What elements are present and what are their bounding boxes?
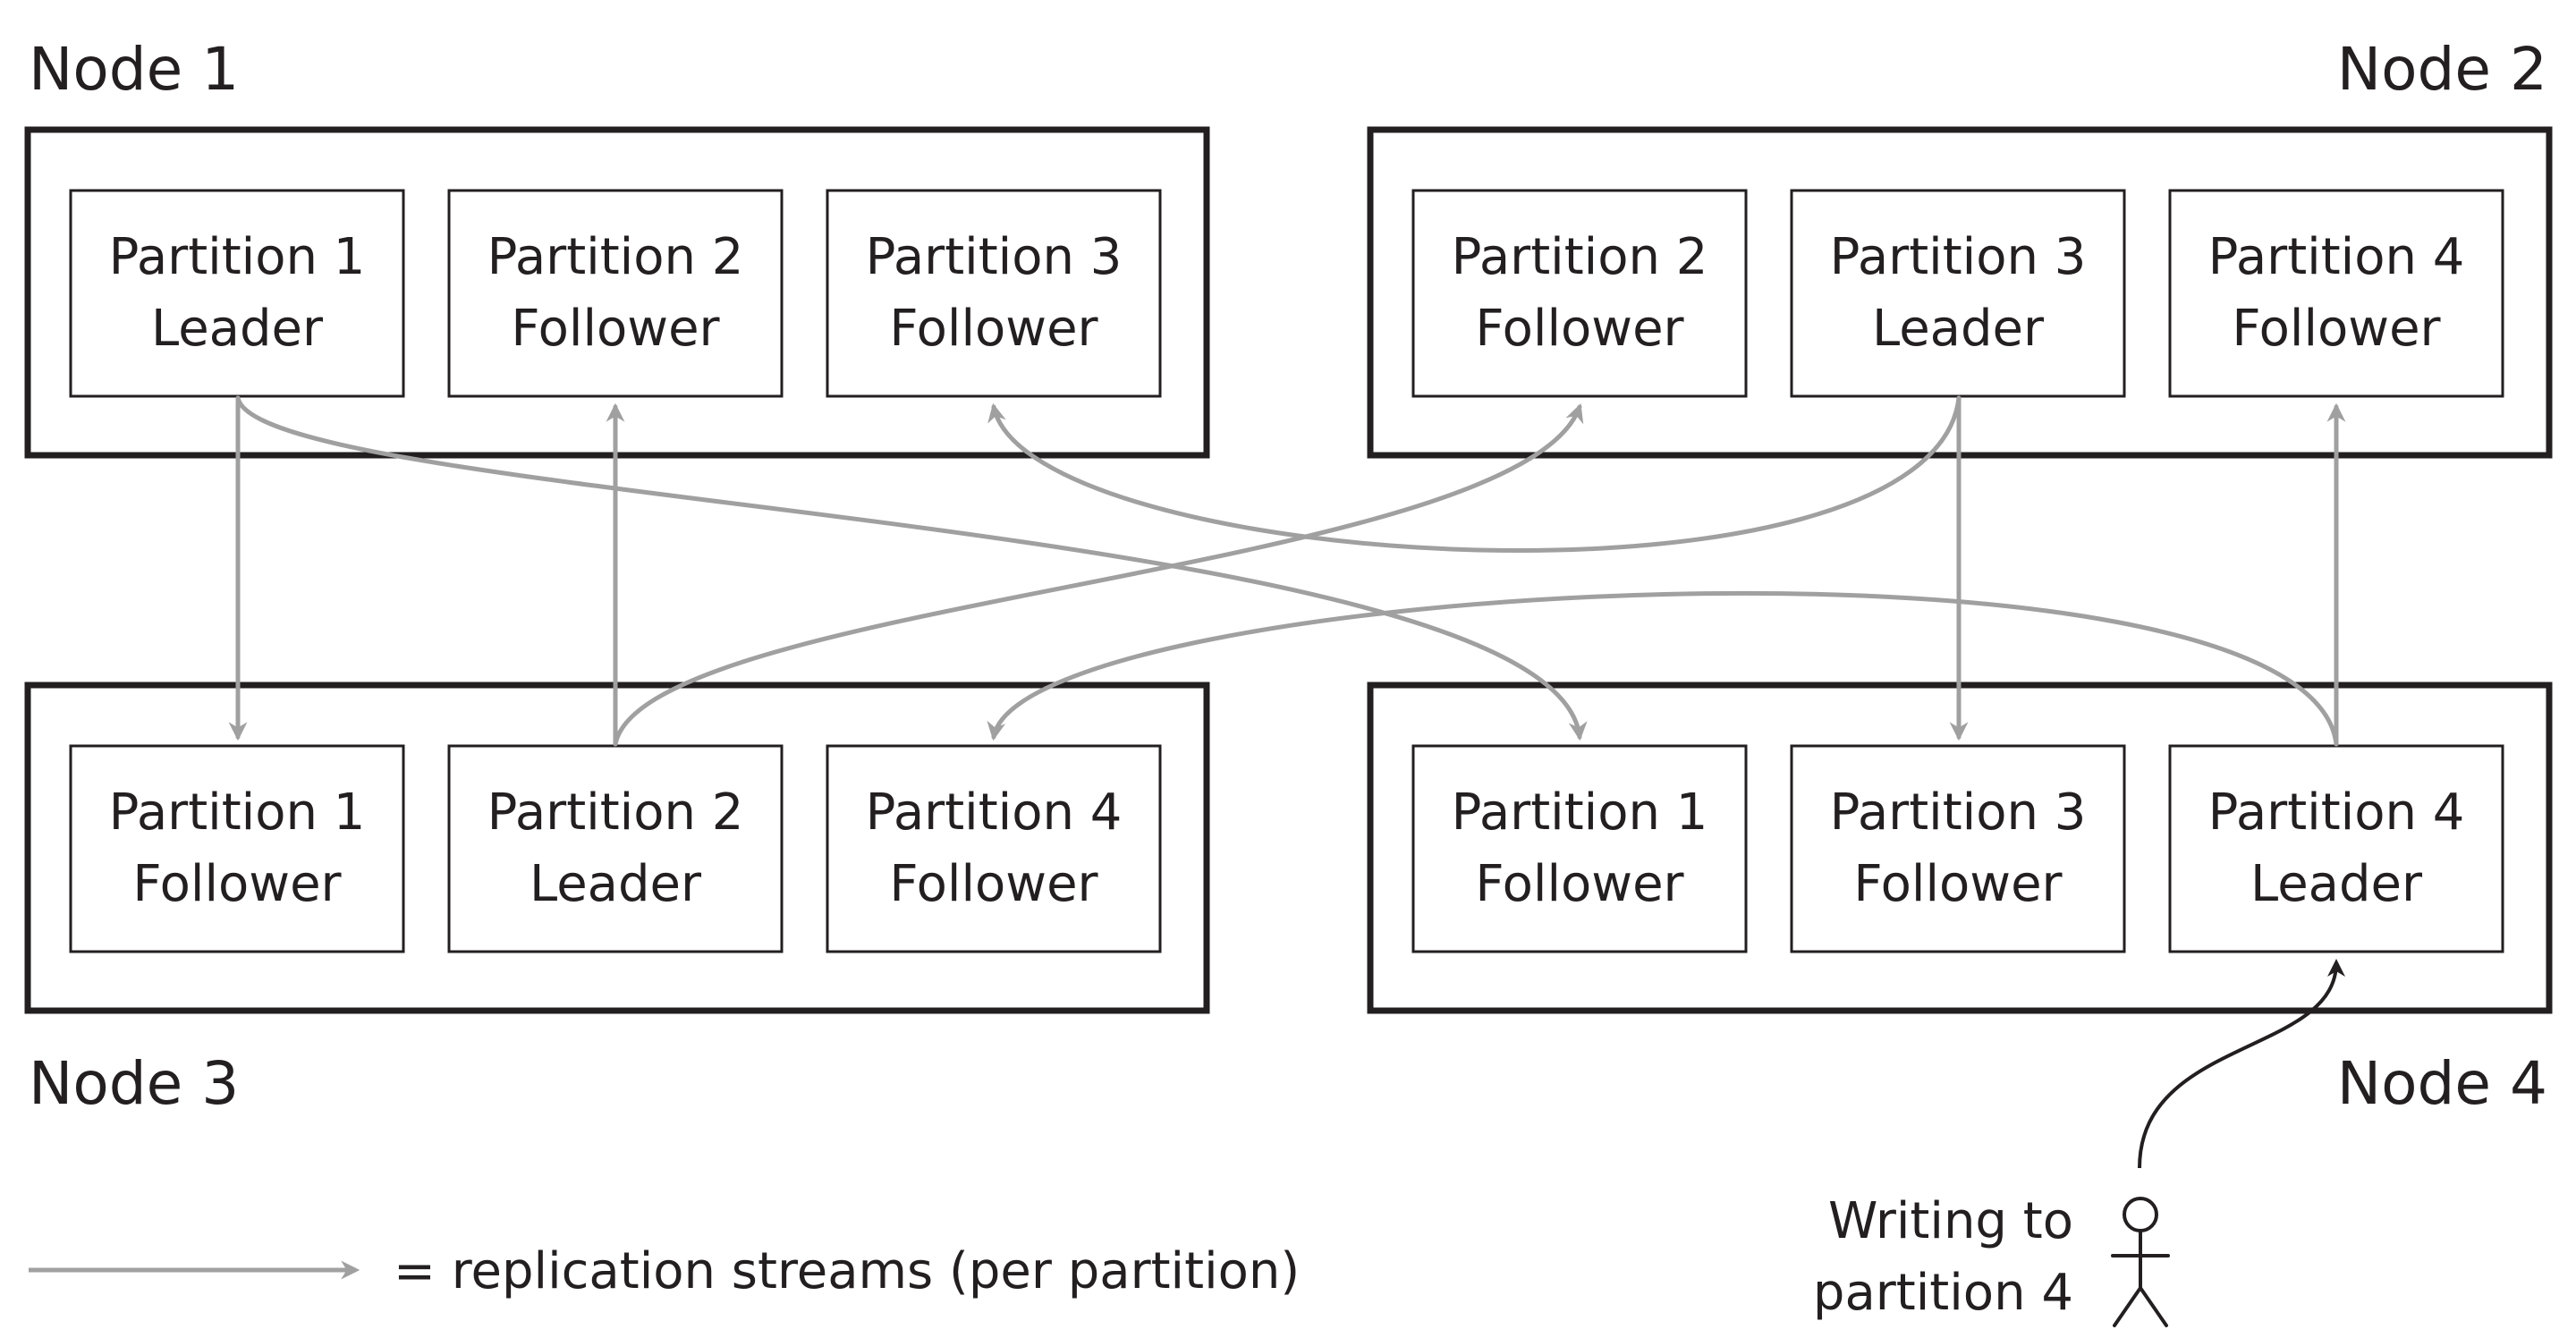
partition-role: Follower [889, 300, 1098, 358]
node-2-label: Node 2 [2337, 35, 2547, 104]
writer-label-line2: partition 4 [1813, 1264, 2073, 1322]
partition-box: Partition 3 Follower [826, 189, 1162, 398]
partition-role: Follower [511, 300, 720, 358]
writer-label-line1: Writing to [1828, 1192, 2073, 1250]
partition-name: Partition 1 [109, 228, 366, 286]
node-1-label: Node 1 [29, 35, 239, 104]
node-2-box: Partition 2 Follower Partition 3 Leader … [1367, 126, 2553, 459]
partition-name: Partition 1 [1452, 783, 1708, 842]
partition-box: Partition 3 Leader [1790, 189, 2126, 398]
node-3-box: Partition 1 Follower Partition 2 Leader … [24, 682, 1210, 1014]
write-arrow [2138, 959, 2345, 1169]
partition-name: Partition 3 [1830, 228, 2087, 286]
node-3-label: Node 3 [29, 1049, 239, 1118]
partition-role: Follower [2232, 300, 2441, 358]
partition-name: Partition 3 [1830, 783, 2087, 842]
partition-box: Partition 2 Follower [1411, 189, 1748, 398]
node-1-box: Partition 1 Leader Partition 2 Follower … [24, 126, 1210, 459]
node-4-label: Node 4 [2337, 1049, 2547, 1118]
partition-name: Partition 1 [109, 783, 366, 842]
partition-role: Follower [1853, 855, 2063, 913]
partition-role: Leader [151, 300, 324, 358]
partition-box: Partition 2 Leader [447, 744, 784, 953]
partition-box: Partition 1 Follower [69, 744, 405, 953]
partition-role: Follower [132, 855, 342, 913]
partition-name: Partition 2 [487, 228, 744, 286]
partition-box: Partition 4 Leader [2168, 744, 2504, 953]
partition-box: Partition 3 Follower [1790, 744, 2126, 953]
partition-box: Partition 4 Follower [826, 744, 1162, 953]
partition-name: Partition 4 [2208, 228, 2465, 286]
partition-role: Leader [2250, 855, 2423, 913]
partition-role: Follower [889, 855, 1098, 913]
partition-name: Partition 4 [866, 783, 1123, 842]
partition-role: Leader [530, 855, 702, 913]
partition-box: Partition 4 Follower [2168, 189, 2504, 398]
partition-box: Partition 2 Follower [447, 189, 784, 398]
replication-arrow-p3-node1 [987, 395, 1962, 553]
partition-name: Partition 4 [2208, 783, 2465, 842]
partition-box: Partition 1 Leader [69, 189, 405, 398]
replication-arrow-p1-node4 [235, 395, 1588, 741]
stick-figure-icon [2111, 1197, 2170, 1327]
node-4-box: Partition 1 Follower Partition 3 Followe… [1367, 682, 2553, 1014]
legend: = replication streams (per partition) [29, 1242, 1300, 1300]
partition-role: Follower [1475, 300, 1684, 358]
partition-role: Follower [1475, 855, 1684, 913]
partition-role: Leader [1872, 300, 2045, 358]
partition-name: Partition 3 [866, 228, 1123, 286]
legend-text: = replication streams (per partition) [394, 1242, 1300, 1300]
replication-arrow-p2-node2 [613, 403, 1584, 747]
replication-arrow-p4-node3 [987, 590, 2339, 747]
partition-box: Partition 1 Follower [1411, 744, 1748, 953]
partition-name: Partition 2 [1452, 228, 1708, 286]
partition-name: Partition 2 [487, 783, 744, 842]
